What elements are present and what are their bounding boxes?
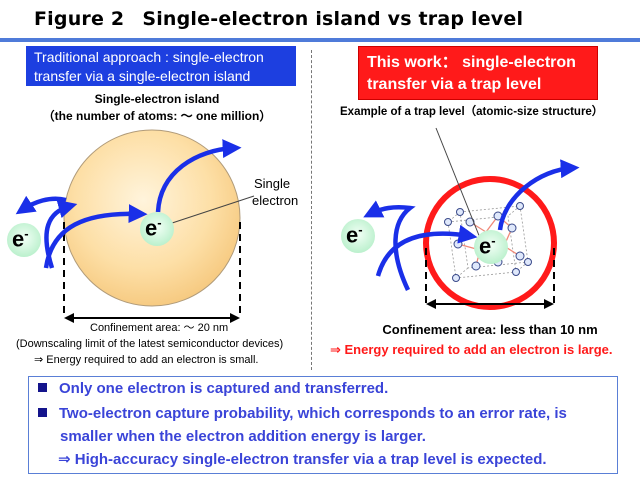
left-electron-island [140,212,174,246]
electron-right-outside-glyph: e- [346,222,363,248]
right-electron-trap [474,230,508,264]
summary-box [28,376,618,474]
left-electron-outside [7,223,41,257]
right-confinement-label: Confinement area: less than 10 nm [382,322,598,337]
figure-title-text: Single-electron island vs trap level [142,8,524,30]
this-work-line1: This work： single-electron [367,54,576,71]
single-electron-label-1: Single [254,176,291,191]
figure-label: Figure 2 [34,8,125,30]
this-work-box: This work： single-electron transfer via … [358,46,598,100]
single-electron-label-2: electron [252,193,299,208]
trap-example-label: Example of a trap level（atomic-size stru… [340,106,604,118]
summary-bullet-2: Two-electron capture probability, which … [38,405,567,423]
summary-conclusion: ⇒ High-accuracy single-electron transfer… [58,451,547,468]
traditional-approach-box: Traditional approach : single-electron t… [26,46,296,86]
summary-bullet-1: Only one electron is captured and transf… [38,380,388,398]
title-rule [0,38,640,42]
right-arrow-out-left [363,200,416,291]
downscaling-label: (Downscaling limit of the latest semicon… [16,338,284,350]
center-divider [311,50,312,370]
this-work-line2: transfer via a trap level [367,76,542,93]
left-arrow-to-island [43,204,148,269]
electron-trap-glyph: e- [479,233,496,259]
summary-bullet-2-cont: smaller when the electron addition energ… [60,428,426,445]
bullet-square-icon [38,383,47,392]
traditional-line2: transfer via a single-electron island [34,68,251,84]
single-electron-pointer [162,195,255,227]
island-label: Single-electron island [94,92,220,106]
traditional-line1: Traditional approach : single-electron [34,49,264,65]
right-electron-outside [341,219,375,253]
trap-label-pointer [435,127,481,239]
left-confinement-label: Confinement area: ～ 20 nm [90,322,229,334]
figure-title: Figure 2 Single-electron island vs trap l… [34,8,523,30]
electron-island-glyph: e- [145,215,162,241]
atoms-label: （the number of atoms: ～ one million） [42,109,272,123]
left-arrow-out-right [155,139,242,213]
electron-left-outside-glyph: e- [12,226,29,252]
left-energy-label: ⇒ Energy required to add an electron is … [34,354,259,366]
right-arrow-to-trap [375,224,478,277]
right-arrow-out-right [497,159,580,231]
right-energy-label: ⇒ Energy required to add an electron is … [330,342,613,357]
bullet-square-icon [38,408,47,417]
